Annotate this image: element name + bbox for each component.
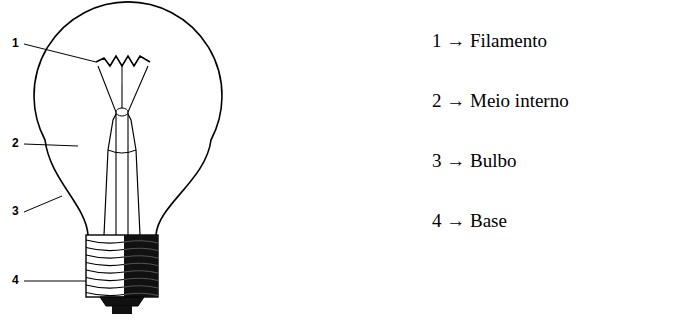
thread-line bbox=[124, 278, 158, 280]
leader-line bbox=[24, 44, 96, 62]
callout-number: 3 bbox=[12, 204, 19, 218]
thread-line bbox=[86, 263, 124, 266]
thread-line bbox=[124, 248, 158, 250]
lead-wires bbox=[98, 66, 148, 235]
thread-line bbox=[124, 271, 158, 273]
glass-stem bbox=[104, 112, 140, 235]
contact-tip bbox=[112, 306, 132, 314]
part-description: 2 → Meio interno bbox=[432, 90, 569, 112]
part-description: 1 → Filamento bbox=[432, 30, 547, 52]
thread-line bbox=[86, 240, 124, 243]
thread-line bbox=[86, 278, 124, 281]
thread-line bbox=[124, 256, 158, 258]
callout-number: 2 bbox=[12, 136, 19, 150]
thread-line bbox=[86, 255, 124, 258]
thread-line bbox=[124, 286, 158, 288]
base-insulator bbox=[100, 297, 144, 306]
callout-number: 4 bbox=[12, 273, 19, 287]
thread-line bbox=[86, 270, 124, 273]
leader-line bbox=[24, 144, 78, 146]
thread-line bbox=[86, 285, 124, 288]
thread-line bbox=[124, 293, 158, 295]
part-description: 3 → Bulbo bbox=[432, 150, 516, 172]
leader-line bbox=[24, 281, 86, 282]
part-description: 4 → Base bbox=[432, 210, 507, 232]
filament bbox=[96, 56, 150, 66]
leader-line bbox=[24, 196, 62, 212]
screw-threads bbox=[86, 240, 158, 296]
filament-support bbox=[122, 66, 123, 85]
thread-line bbox=[124, 241, 158, 243]
screw-base bbox=[86, 235, 158, 297]
glass-bulb bbox=[34, 2, 222, 235]
thread-line bbox=[86, 293, 124, 296]
stem-bead bbox=[116, 108, 128, 116]
callout-number: 1 bbox=[12, 36, 19, 50]
base-shadow bbox=[124, 235, 158, 297]
thread-line bbox=[124, 263, 158, 265]
stem-flare bbox=[108, 150, 136, 153]
thread-line bbox=[86, 248, 124, 251]
